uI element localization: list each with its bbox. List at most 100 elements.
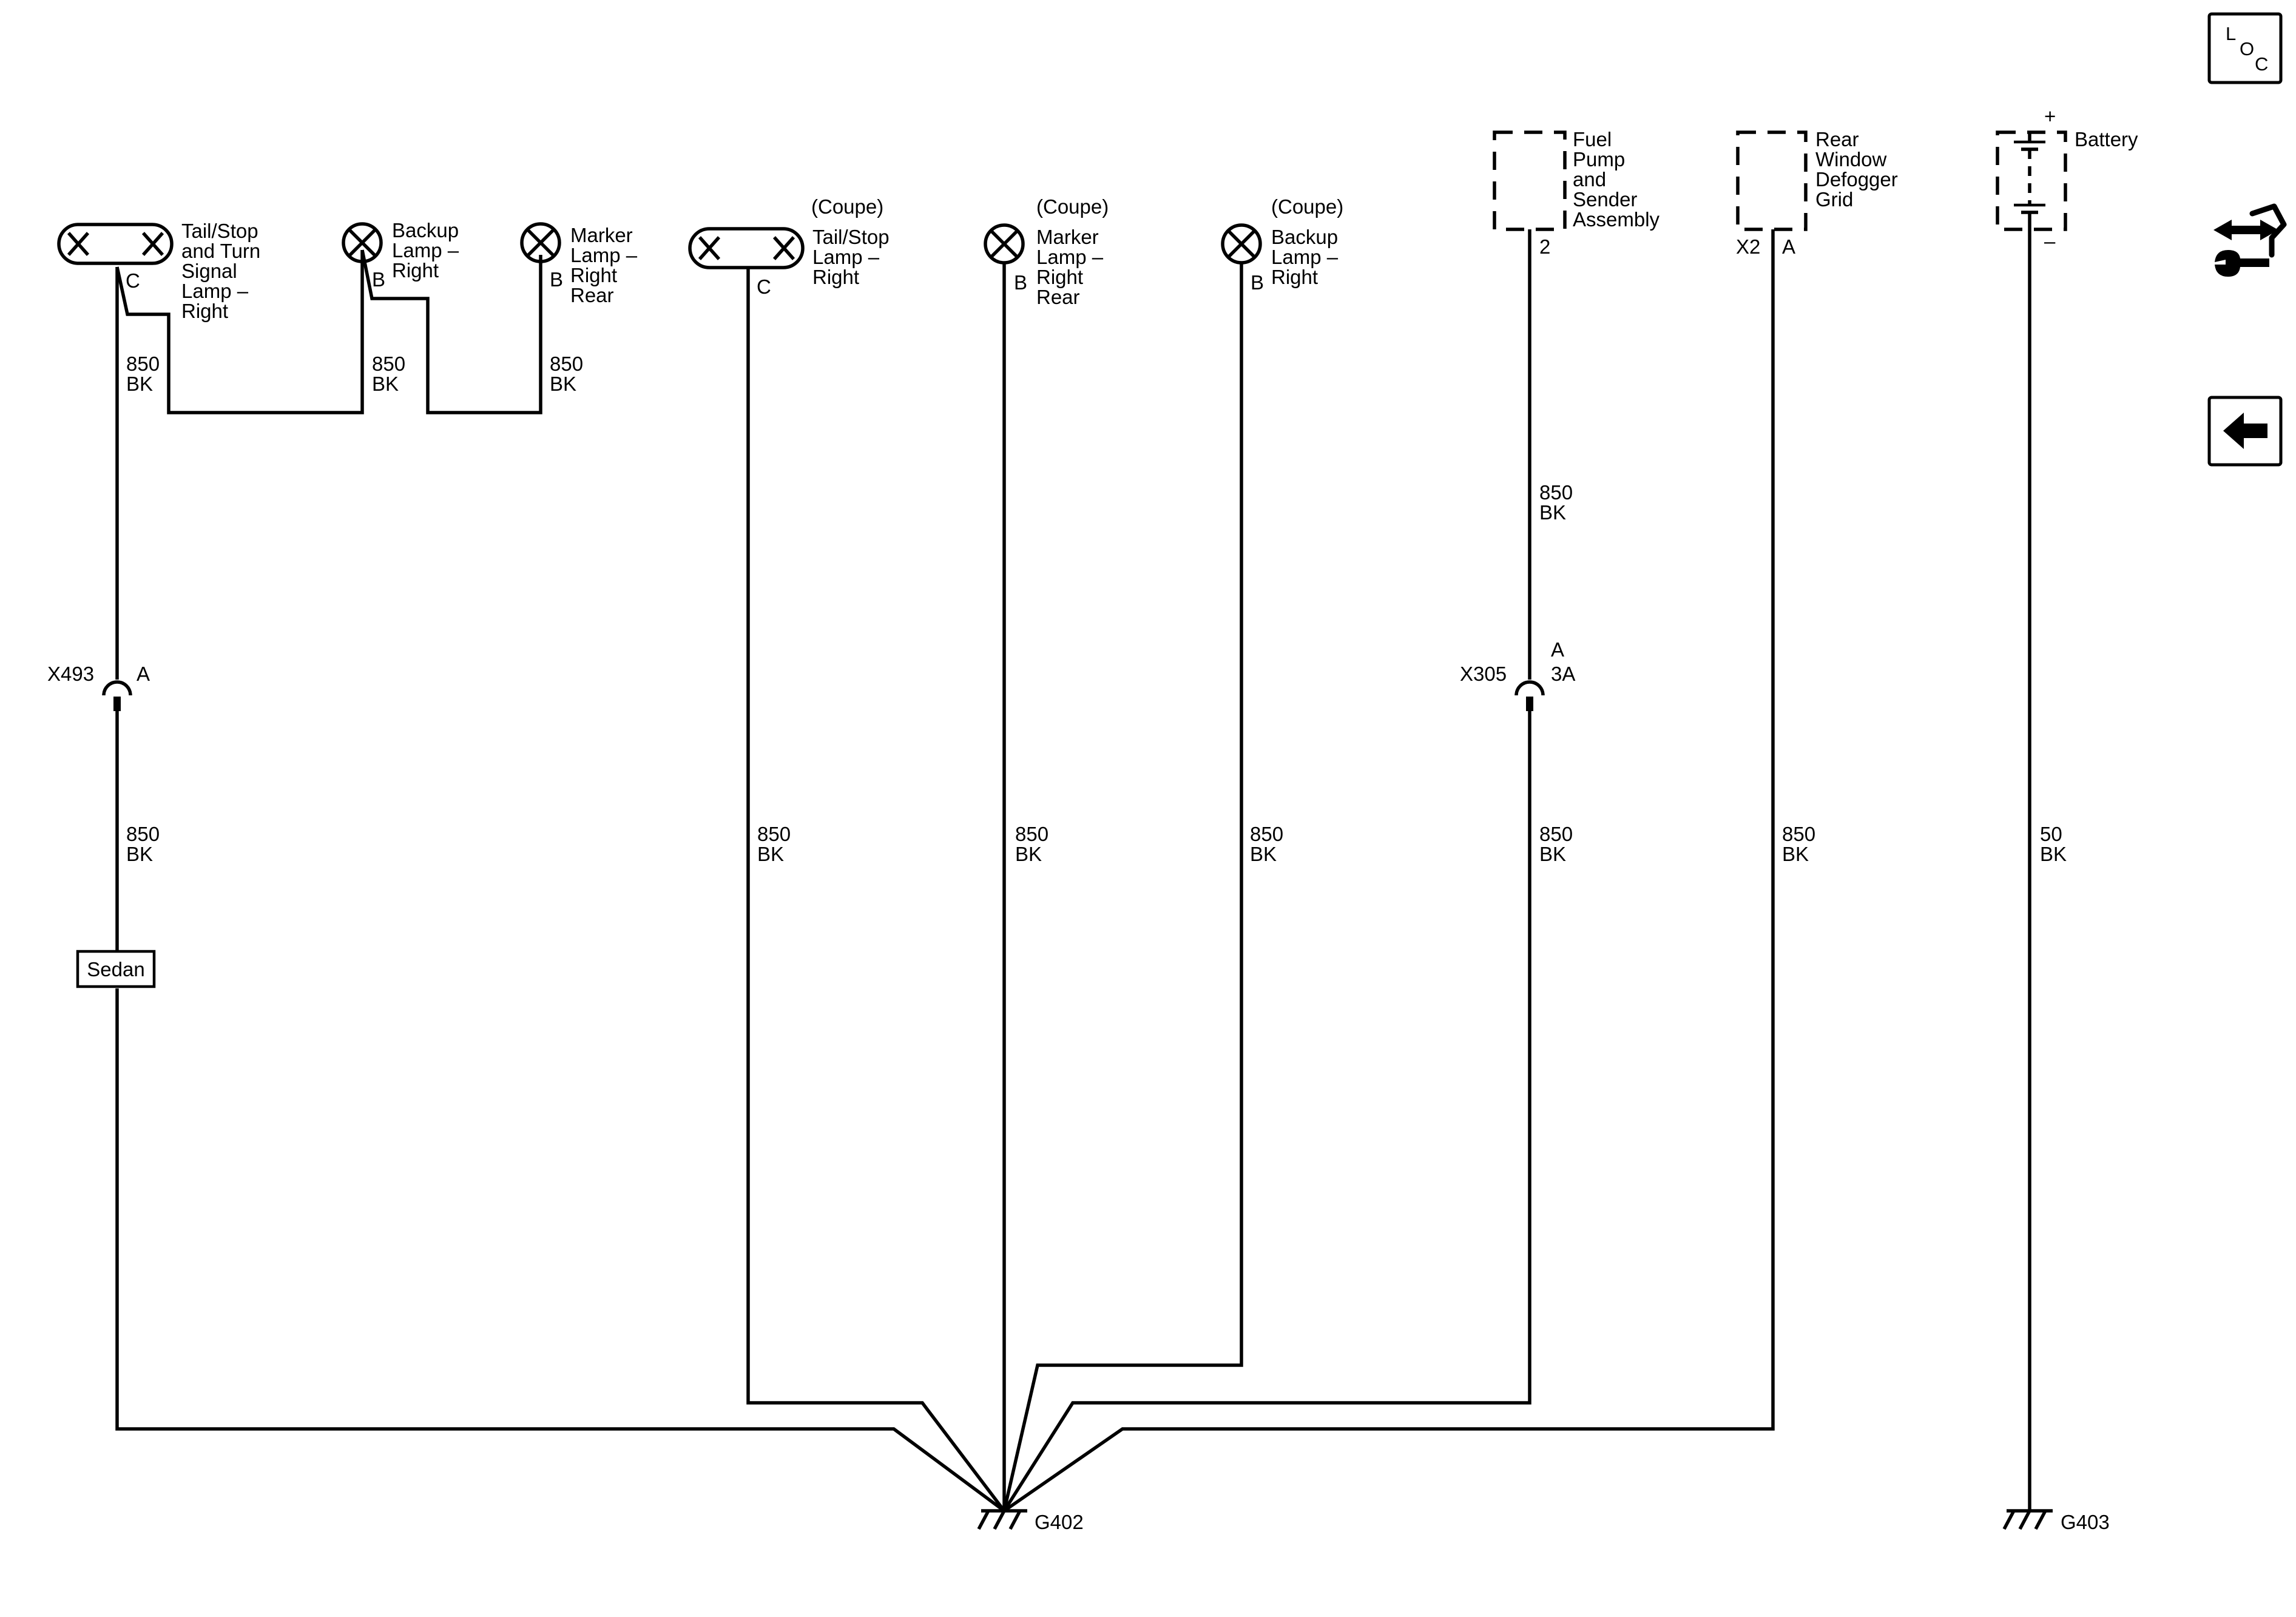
fuel-pump-name-4: Sender (1573, 188, 1637, 211)
backup-lamp-coupe: (Coupe) Backup Lamp – Right B (1221, 195, 1343, 294)
backup-coupe-pin: B (1251, 271, 1264, 294)
back-button[interactable] (2207, 396, 2283, 467)
rear-defogger-name-2: Window (1815, 148, 1887, 170)
wires (115, 229, 2031, 1513)
marker-coupe-name-2: Lamp – (1036, 246, 1104, 268)
wire-rear-defogger (1003, 229, 1775, 1513)
wire-label-color: BK (1250, 843, 1277, 865)
wire-label-color: BK (126, 373, 153, 395)
fuel-pump-name-2: Pump (1573, 148, 1625, 170)
connector-x305: X305 A 3A (1460, 638, 1575, 711)
marker-coupe-name-1: Marker (1036, 226, 1099, 248)
wire-tail-to-backup-jumper (115, 250, 364, 414)
marker-sedan-name-2: Lamp – (570, 244, 638, 266)
backup-coupe-name-3: Right (1271, 266, 1318, 288)
marker-coupe-name-3: Right (1036, 266, 1083, 288)
backup-sedan-name-2: Lamp – (392, 239, 459, 262)
wire-label-color-num: 850 (1539, 481, 1573, 504)
backup-coupe-variant: (Coupe) (1271, 195, 1343, 218)
battery-minus-label: – (2044, 230, 2056, 252)
marker-sedan-name-1: Marker (570, 224, 633, 246)
marker-sedan-name-4: Rear (570, 284, 614, 306)
loc-letter-l: L (2226, 23, 2236, 44)
wire-label-color: BK (372, 373, 399, 395)
wire-label-color-num: 850 (1539, 823, 1573, 845)
connector-info-button[interactable] (2204, 200, 2288, 285)
connector-wrench-icon (2213, 203, 2287, 277)
backup-sedan-pin: B (372, 268, 385, 291)
fuel-pump-sender-assembly: Fuel Pump and Sender Assembly 2 (1493, 128, 1660, 258)
battery: Battery + – (1996, 105, 2138, 252)
rear-window-defogger-grid: Rear Window Defogger Grid X2 A (1736, 128, 1898, 258)
wire-sedan-to-bus (115, 988, 1005, 1513)
wire-label-color: BK (1539, 843, 1566, 865)
tail-stop-sedan-name-4: Lamp – (181, 280, 249, 302)
wire-label-color-num: 850 (126, 823, 160, 845)
x305-pin-a: A (1551, 638, 1564, 661)
wire-fuel-pump-lower (1002, 711, 1531, 1512)
wire-labels: 850 BK 850 BK 850 BK 850 BK 850 BK 850 B… (126, 353, 2067, 865)
backup-sedan-name-3: Right (392, 259, 439, 282)
tail-stop-sedan-pin: C (126, 269, 140, 292)
rear-defogger-name-3: Defogger (1815, 168, 1898, 191)
x493-pin: A (137, 663, 150, 685)
fuel-pump-pin: 2 (1539, 235, 1550, 258)
backup-coupe-name-1: Backup (1271, 226, 1338, 248)
wire-label-color: BK (550, 373, 576, 395)
marker-coupe-name-4: Rear (1036, 286, 1080, 308)
battery-plus-label: + (2044, 105, 2056, 127)
tail-stop-coupe-pin: C (757, 275, 771, 298)
x305-pin-3a: 3A (1551, 663, 1575, 685)
backup-lamp-sedan: Backup Lamp – Right B (342, 219, 459, 291)
g402-label: G402 (1035, 1511, 1084, 1533)
rear-defogger-connector: X2 (1736, 235, 1760, 258)
loc-letter-c: C (2255, 53, 2268, 75)
marker-lamp-coupe: (Coupe) Marker Lamp – Right Rear B (984, 195, 1109, 308)
tail-stop-sedan-name-2: and Turn (181, 240, 260, 262)
x305-id: X305 (1460, 663, 1507, 685)
wire-label-color-num: 850 (550, 353, 583, 375)
connector-x493: X493 A (47, 663, 150, 711)
wire-label-color: BK (757, 843, 784, 865)
wire-backup-to-marker-jumper (360, 249, 542, 414)
tail-stop-lamp-coupe: (Coupe) Tail/Stop Lamp – Right C (688, 195, 890, 298)
g403-label: G403 (2061, 1511, 2110, 1533)
marker-sedan-name-3: Right (570, 264, 617, 286)
marker-lamp-sedan: Marker Lamp – Right Rear B (520, 222, 638, 306)
x493-id: X493 (47, 663, 94, 685)
ground-g403: G403 (2002, 1509, 2110, 1533)
fuel-pump-name-5: Assembly (1573, 208, 1660, 231)
wire-label-color-num: 850 (1015, 823, 1048, 845)
wire-tail-stop-coupe (746, 267, 1006, 1512)
wire-label-color: BK (1015, 843, 1042, 865)
fuel-pump-name-3: and (1573, 168, 1606, 191)
wire-backup-coupe (1002, 263, 1243, 1511)
marker-sedan-pin: B (550, 268, 563, 291)
wire-label-color-num: 50 (2040, 823, 2062, 845)
wire-label-color: BK (1539, 501, 1566, 524)
wire-label-color-num: 850 (372, 353, 405, 375)
wire-label-color-num: 850 (1250, 823, 1283, 845)
rear-defogger-pin: A (1782, 235, 1795, 258)
loc-button[interactable]: L O C (2207, 12, 2283, 84)
loc-letter-o: O (2240, 38, 2254, 59)
ground-g402: G402 (977, 1509, 1084, 1533)
sedan-option-box: Sedan (76, 950, 156, 988)
backup-coupe-name-2: Lamp – (1271, 246, 1339, 268)
tail-stop-sedan-name-1: Tail/Stop (181, 220, 258, 242)
tail-stop-coupe-name-2: Lamp – (812, 246, 880, 268)
backup-sedan-name-1: Backup (392, 219, 459, 241)
tail-stop-turn-lamp-sedan: Tail/Stop and Turn Signal Lamp – Right C (57, 220, 260, 322)
tail-stop-coupe-variant: (Coupe) (811, 195, 883, 218)
tail-stop-coupe-name-3: Right (812, 266, 859, 288)
tail-stop-sedan-name-3: Signal (181, 260, 237, 282)
wire-label-color-num: 850 (126, 353, 160, 375)
marker-coupe-variant: (Coupe) (1036, 195, 1109, 218)
loc-icon: L O C (2226, 23, 2268, 75)
battery-name: Battery (2075, 128, 2138, 150)
wire-label-color-num: 850 (757, 823, 791, 845)
fuel-pump-name-1: Fuel (1573, 128, 1612, 150)
wire-label-color: BK (2040, 843, 2067, 865)
tail-stop-coupe-name-1: Tail/Stop (812, 226, 890, 248)
